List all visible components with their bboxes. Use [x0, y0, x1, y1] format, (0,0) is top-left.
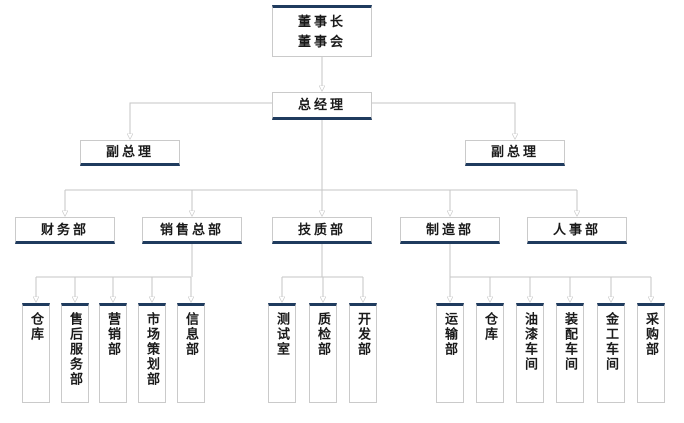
- org-node-finance-dept: 财务部: [15, 217, 115, 244]
- org-node-quality-inspection-dept: 质检部: [309, 303, 337, 403]
- org-node-general-manager: 总经理: [272, 92, 372, 120]
- org-node-marketing-dept: 营销部: [99, 303, 127, 403]
- org-node-tech-quality-dept: 技质部: [272, 217, 372, 244]
- org-node-testing-room: 测试室: [268, 303, 296, 403]
- org-node-market-planning-dept: 市场策划部: [138, 303, 166, 403]
- org-node-hr-dept: 人事部: [527, 217, 627, 244]
- edge-arrows: [36, 57, 651, 297]
- org-node-transport-dept: 运输部: [436, 303, 464, 403]
- org-node-chairman-board: 董事长 董事会: [272, 5, 372, 57]
- org-node-warehouse-manufacturing: 仓库: [476, 303, 504, 403]
- org-node-assembly-workshop: 装配车间: [556, 303, 584, 403]
- org-node-information-dept: 信息部: [177, 303, 205, 403]
- org-node-development-dept: 开发部: [349, 303, 377, 403]
- org-node-deputy-gm-right: 副总理: [465, 140, 565, 166]
- org-node-warehouse-sales: 仓库: [22, 303, 50, 403]
- org-node-after-sales-service-dept: 售后服务部: [61, 303, 89, 403]
- org-node-sales-headquarters: 销售总部: [142, 217, 242, 244]
- org-node-metalwork-workshop: 金工车间: [597, 303, 625, 403]
- org-node-purchasing-dept: 采购部: [637, 303, 665, 403]
- org-node-manufacturing-dept: 制造部: [400, 217, 500, 244]
- org-node-paint-workshop: 油漆车间: [516, 303, 544, 403]
- org-node-deputy-gm-left: 副总理: [80, 140, 180, 166]
